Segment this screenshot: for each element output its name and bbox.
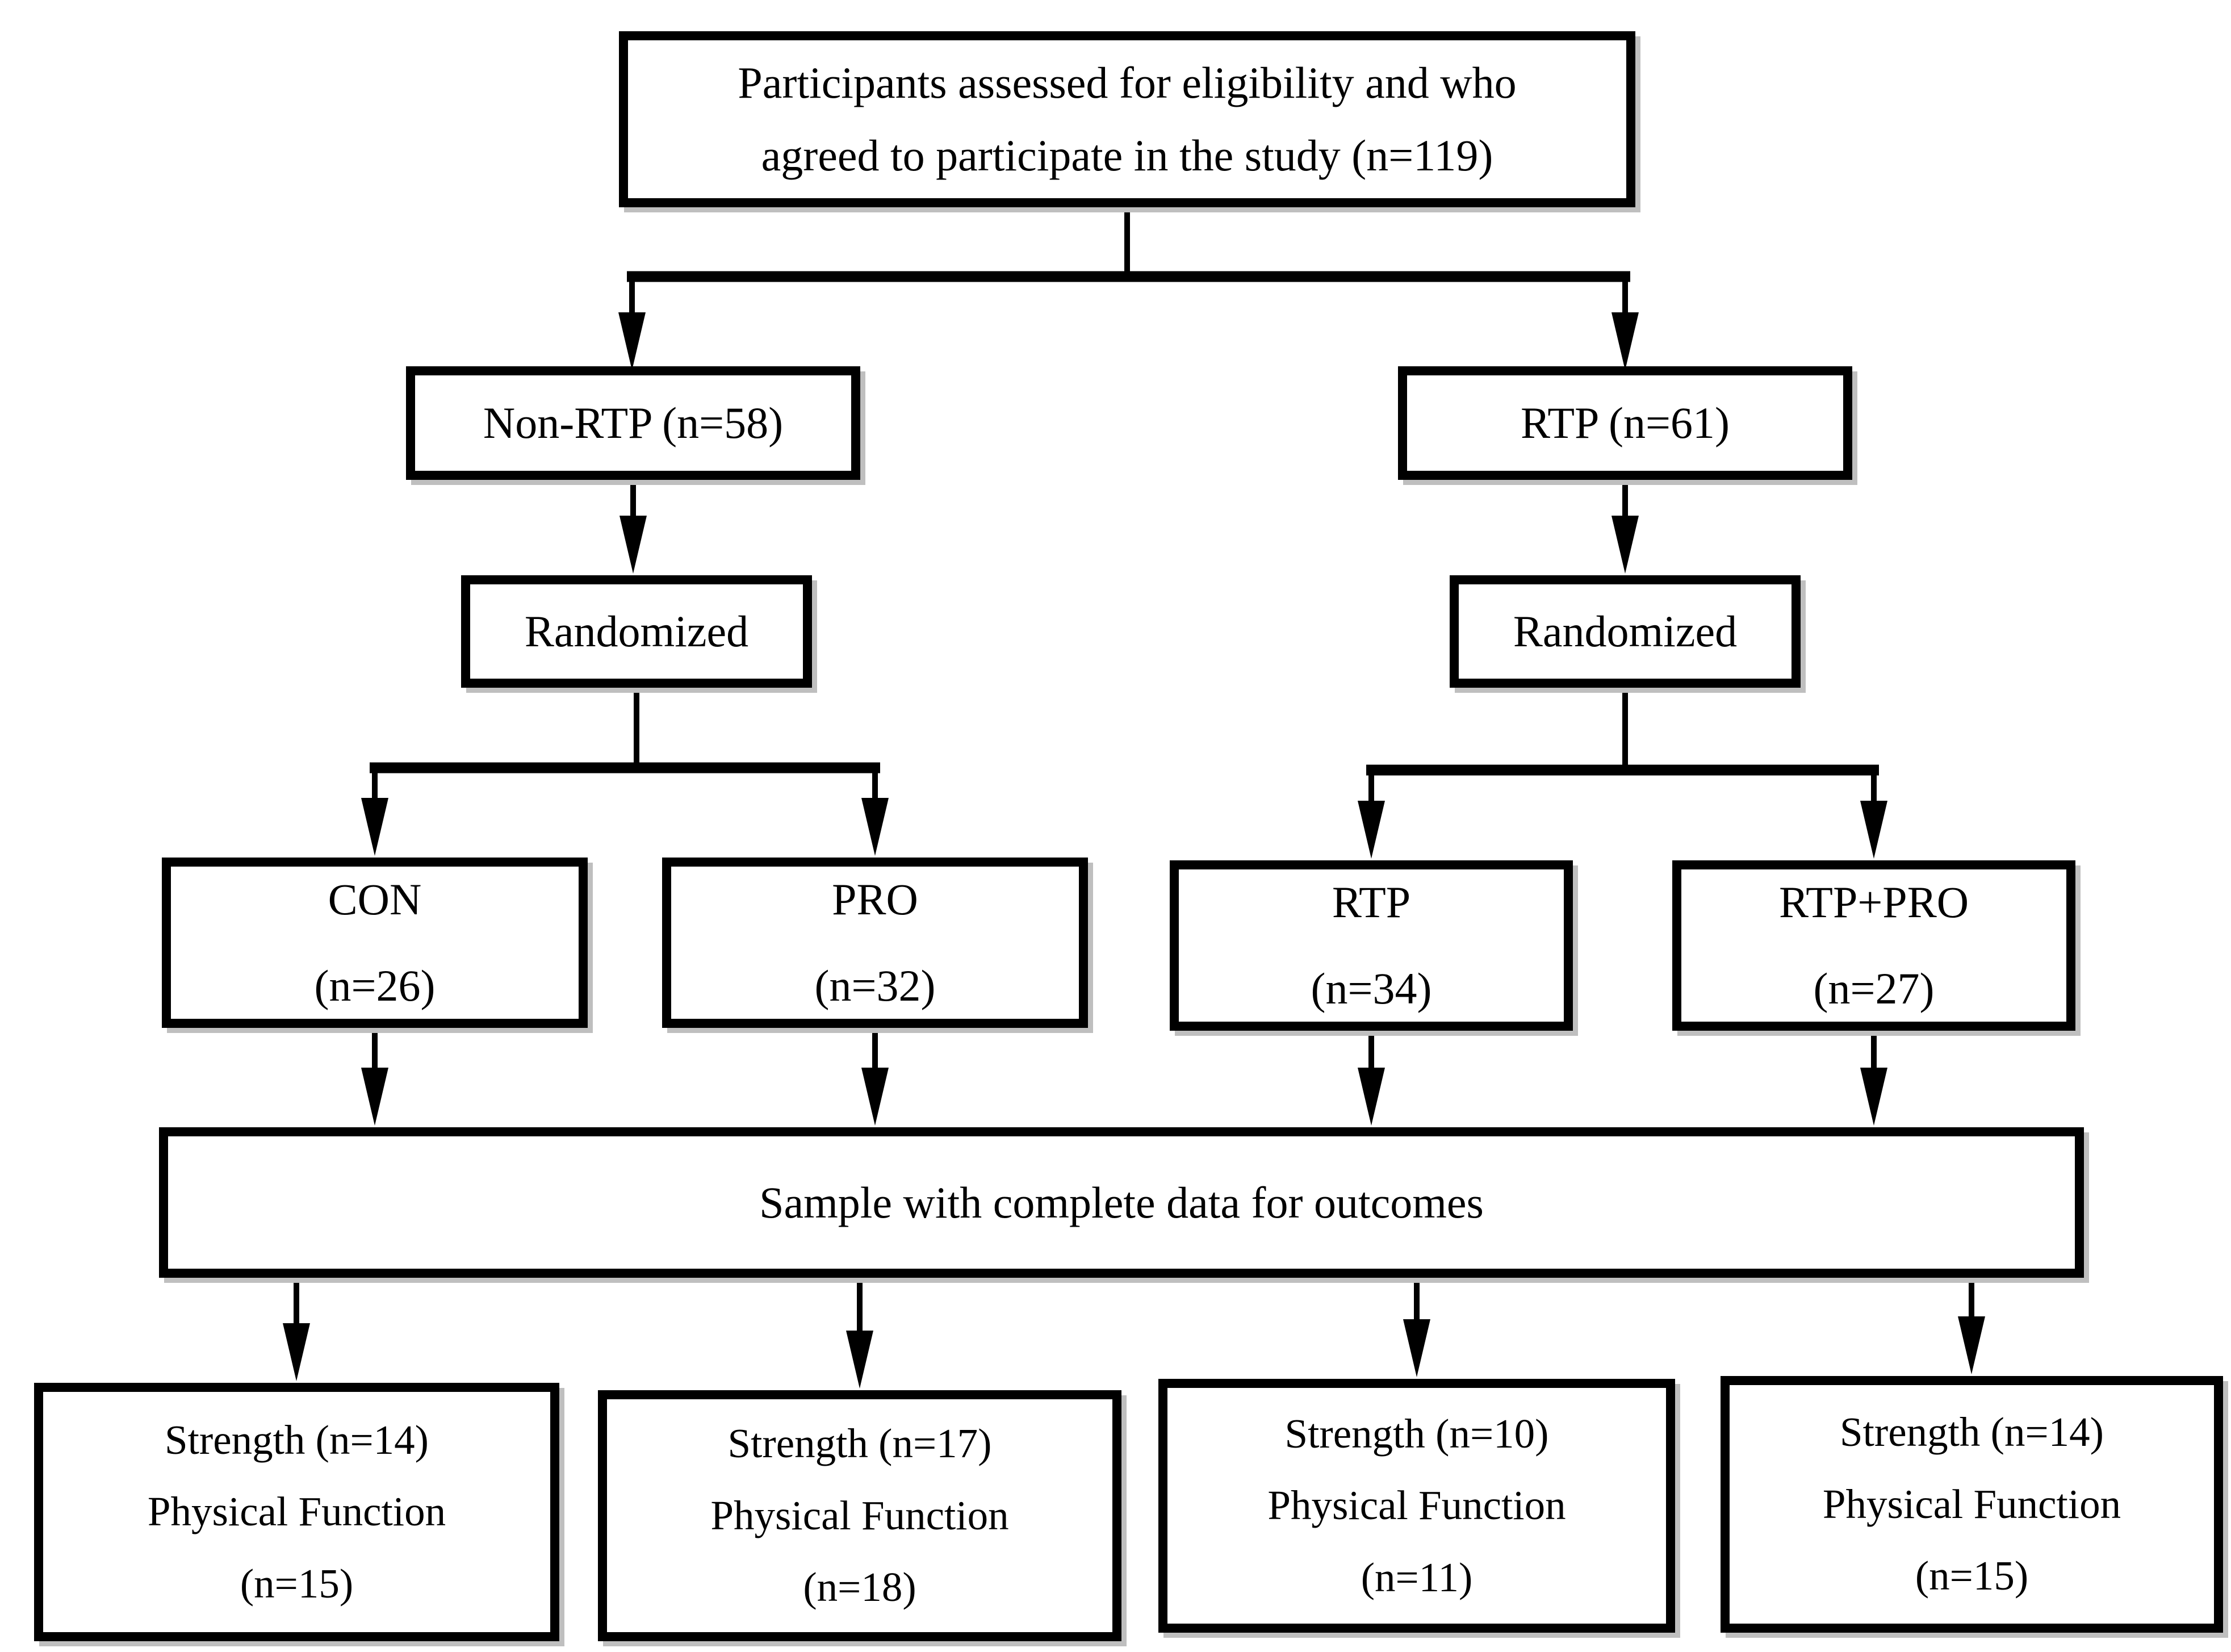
outcome-box-rtp-pro: Strength (n=14) Physical Function (n=15) — [1721, 1376, 2223, 1633]
box-label-line: Physical Function — [147, 1488, 446, 1535]
outcome-box-rtp: Strength (n=10) Physical Function (n=11) — [1158, 1379, 1675, 1633]
randomized-right-box: Randomized — [1450, 575, 1801, 688]
group-box-rtp: RTP (n=34) — [1170, 860, 1573, 1031]
box-label-line: (n=34) — [1311, 964, 1432, 1013]
box-label-line: Physical Function — [1267, 1482, 1566, 1529]
box-label-line: CON — [328, 875, 422, 925]
box-label-line: (n=26) — [314, 961, 436, 1010]
arrow-down-icon — [1860, 1068, 1887, 1126]
group-box-pro: PRO (n=32) — [662, 858, 1088, 1028]
arrow-down-icon — [283, 1323, 310, 1381]
arrow-down-icon — [1358, 801, 1385, 859]
arrow-down-icon — [861, 1068, 889, 1126]
box-label-line: Strength (n=17) — [727, 1420, 992, 1467]
sample-box: Sample with complete data for outcomes — [159, 1127, 2084, 1278]
box-label-line: Strength (n=14) — [1840, 1409, 2104, 1456]
box-label-line: Physical Function — [1822, 1480, 2121, 1527]
box-label-line: agreed to participate in the study (n=11… — [761, 131, 1493, 180]
box-label-line: Participants assessed for eligibility an… — [738, 58, 1517, 108]
arrow-down-icon — [1958, 1316, 1985, 1374]
arrow-down-icon — [361, 1068, 388, 1126]
eligibility-box: Participants assessed for eligibility an… — [619, 31, 1635, 207]
box-label-line: RTP — [1332, 877, 1411, 927]
box-label-line: Randomized — [524, 607, 749, 656]
box-label-line: (n=11) — [1361, 1554, 1473, 1600]
box-label-line: Non-RTP (n=58) — [483, 398, 784, 448]
box-label-line: Strength (n=14) — [165, 1416, 429, 1463]
box-label-line: Strength (n=10) — [1284, 1410, 1549, 1457]
arrow-down-icon — [1611, 516, 1639, 574]
arrow-down-icon — [620, 516, 647, 574]
box-label-line: (n=18) — [803, 1564, 916, 1611]
arrow-down-icon — [1860, 801, 1887, 859]
group-box-rtp-pro: RTP+PRO (n=27) — [1672, 860, 2075, 1031]
arrow-down-icon — [1358, 1068, 1385, 1126]
group-box-con: CON (n=26) — [162, 858, 588, 1028]
arrow-down-icon — [1403, 1319, 1430, 1377]
rtp-arm-box: RTP (n=61) — [1398, 366, 1852, 480]
outcome-box-pro: Strength (n=17) Physical Function (n=18) — [598, 1390, 1121, 1641]
arrow-down-icon — [846, 1331, 873, 1388]
arrow-down-icon — [861, 798, 889, 856]
box-label-line: Physical Function — [710, 1492, 1009, 1538]
outcome-box-con: Strength (n=14) Physical Function (n=15) — [34, 1383, 559, 1641]
randomized-left-box: Randomized — [461, 575, 812, 688]
arrow-down-icon — [361, 798, 388, 856]
box-label-line: Randomized — [1513, 607, 1738, 656]
connector-lines — [294, 207, 1974, 1335]
box-label-line: (n=15) — [1915, 1553, 2029, 1599]
box-label-line: (n=15) — [240, 1560, 354, 1607]
arrow-down-icon — [618, 312, 646, 370]
arrow-down-icon — [1611, 312, 1639, 370]
box-label-line: (n=32) — [814, 961, 936, 1010]
non-rtp-arm-box: Non-RTP (n=58) — [406, 366, 860, 480]
box-label-line: (n=27) — [1813, 964, 1935, 1013]
box-label-line: RTP (n=61) — [1521, 398, 1730, 448]
box-label-line: PRO — [832, 875, 918, 925]
box-label-line: Sample with complete data for outcomes — [759, 1177, 1484, 1227]
arrowheads — [283, 312, 1985, 1388]
box-label-line: RTP+PRO — [1778, 877, 1969, 927]
